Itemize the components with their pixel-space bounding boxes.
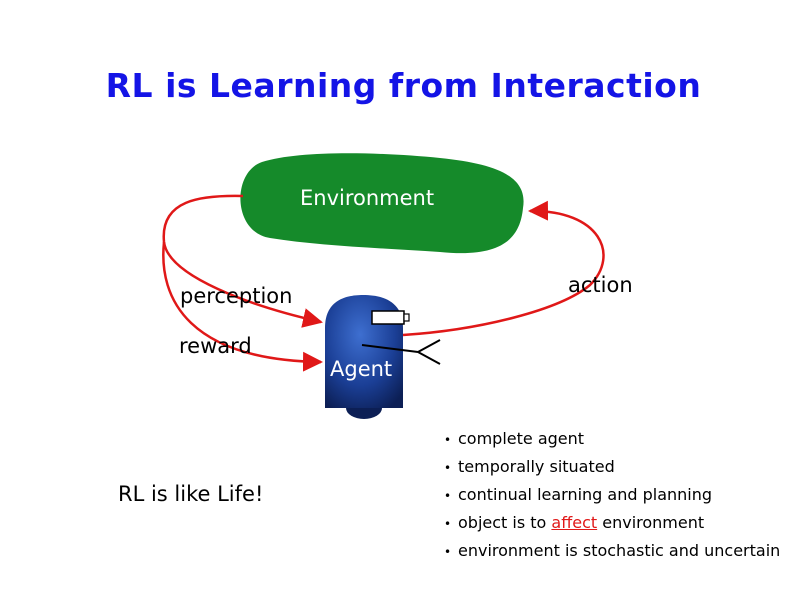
slide-title: RL is Learning from Interaction xyxy=(105,66,702,105)
list-item: •complete agent xyxy=(444,428,780,456)
action-arrow xyxy=(402,200,605,337)
perception-label: perception xyxy=(180,284,293,308)
tagline: RL is like Life! xyxy=(118,482,264,506)
list-item: •environment is stochastic and uncertain xyxy=(444,540,780,568)
agent-robot xyxy=(325,295,441,419)
list-item: •continual learning and planning xyxy=(444,484,780,512)
bullet-icon: • xyxy=(444,433,452,447)
environment-label: Environment xyxy=(300,186,435,210)
agent-label: Agent xyxy=(330,357,393,381)
reward-label: reward xyxy=(179,334,252,358)
bullet-icon: • xyxy=(444,461,452,475)
bullet-icon: • xyxy=(444,545,452,559)
bullet-icon: • xyxy=(444,517,452,531)
environment-blob xyxy=(240,153,524,254)
bullet-icon: • xyxy=(444,489,452,503)
list-item: •temporally situated xyxy=(444,456,780,484)
reward-arrow xyxy=(162,241,323,372)
list-item: •object is to affect environment xyxy=(444,512,780,540)
action-label: action xyxy=(568,273,633,297)
affect-link[interactable]: affect xyxy=(551,513,598,532)
bullet-list: •complete agent •temporally situated •co… xyxy=(444,428,780,568)
